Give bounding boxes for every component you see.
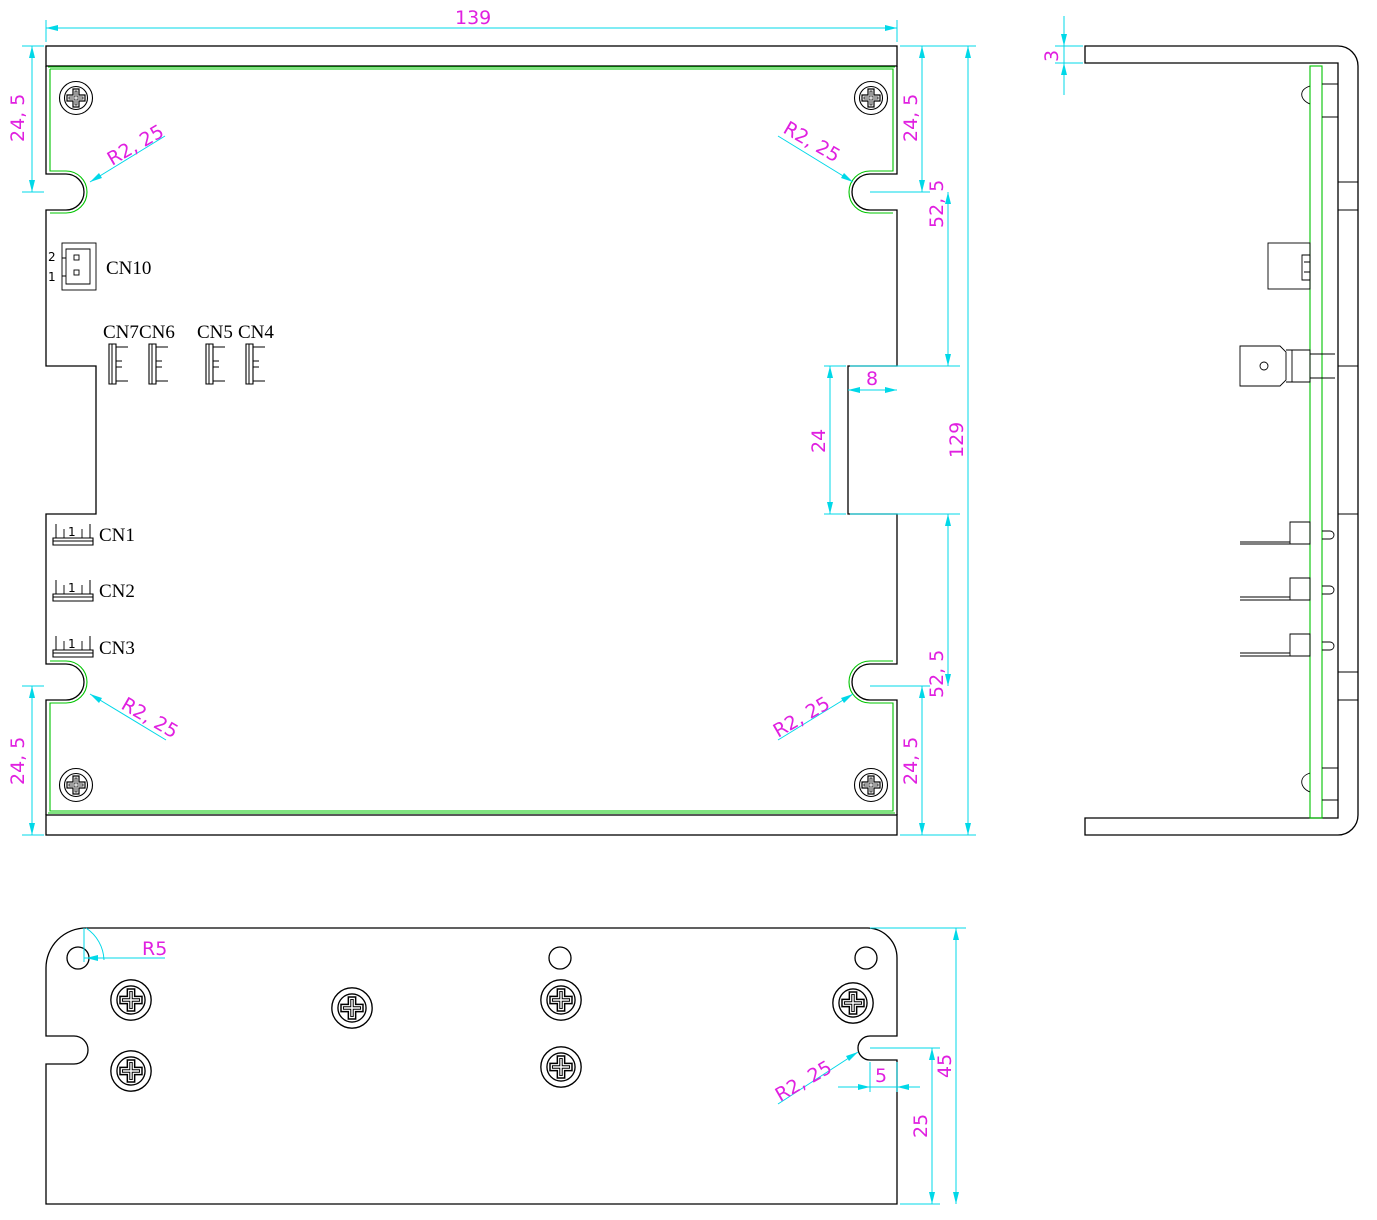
connector-cn10: 2 1 CN10 bbox=[48, 242, 151, 291]
screw-icon bbox=[853, 80, 889, 116]
dim-notch-span-upper: 52, 5 bbox=[926, 180, 948, 228]
screw-icon bbox=[58, 80, 94, 116]
side-bracket bbox=[1084, 45, 1359, 836]
screw-icon bbox=[540, 979, 582, 1021]
dim-radius-top-left: R2, 25 bbox=[104, 121, 168, 171]
dim-overall-height: 129 bbox=[946, 422, 968, 458]
screw-icon bbox=[540, 1046, 582, 1088]
top-view-dimensions: 139 24, 5 24, 5 R2, 25 R2, 25 R2, 25 R2,… bbox=[7, 7, 976, 836]
screw-icon bbox=[110, 1050, 152, 1092]
dim-notch-height: 24 bbox=[808, 429, 830, 453]
cn1-label: CN1 bbox=[99, 525, 135, 546]
screw-icon bbox=[331, 987, 373, 1029]
cn1-pin-1: 1 bbox=[68, 525, 76, 539]
bottom-flange bbox=[45, 814, 898, 836]
dim-radius-bottom-right: R2, 25 bbox=[770, 693, 834, 743]
pcb-outline bbox=[49, 68, 894, 812]
dim-front-slot-depth: 5 bbox=[875, 1065, 887, 1087]
mount-hole bbox=[854, 946, 878, 970]
top-view: 2 1 CN10 CN7 CN6 CN5 CN4 1 1 1 CN1 CN2 C… bbox=[7, 7, 976, 836]
cn10-label: CN10 bbox=[106, 258, 151, 279]
cn2-label: CN2 bbox=[99, 581, 135, 602]
dim-front-slot-height: 25 bbox=[910, 1114, 932, 1138]
connector-cn4 bbox=[245, 343, 266, 385]
dim-slot-offset-bottom-left: 24, 5 bbox=[7, 737, 29, 785]
dim-overall-width: 139 bbox=[455, 7, 491, 29]
side-view: 3 bbox=[1041, 16, 1359, 836]
dim-corner-radius: R5 bbox=[142, 938, 167, 960]
screw-icon bbox=[853, 767, 889, 803]
dim-radius-top-right: R2, 25 bbox=[780, 117, 844, 167]
dim-slot-offset-top-right: 24, 5 bbox=[900, 94, 922, 142]
connector-cn7 bbox=[108, 343, 129, 385]
dim-slot-offset-top-left: 24, 5 bbox=[7, 94, 29, 142]
cn10-pin-2: 2 bbox=[48, 250, 56, 264]
front-view: R5 R2, 25 5 25 45 bbox=[45, 927, 966, 1205]
cn7-label: CN7 bbox=[103, 322, 139, 343]
front-plate bbox=[45, 927, 898, 1205]
connector-cn5 bbox=[205, 343, 226, 385]
screw-icon bbox=[832, 982, 874, 1024]
connector-cn6 bbox=[148, 343, 169, 385]
cn6-label: CN6 bbox=[139, 322, 175, 343]
screw-icon bbox=[58, 767, 94, 803]
dim-slot-offset-bottom-right: 24, 5 bbox=[900, 737, 922, 785]
cn5-label: CN5 bbox=[197, 322, 233, 343]
dim-radius-bottom-left: R2, 25 bbox=[118, 693, 182, 743]
side-pcb bbox=[1309, 65, 1323, 819]
dim-notch-depth: 8 bbox=[866, 368, 878, 390]
screw-icon bbox=[110, 979, 152, 1021]
dim-front-overall-height: 45 bbox=[934, 1054, 956, 1078]
cn4-label: CN4 bbox=[238, 322, 274, 343]
top-flange bbox=[45, 45, 898, 67]
dim-notch-span-lower: 52, 5 bbox=[926, 650, 948, 698]
cn10-pin-1: 1 bbox=[48, 270, 56, 284]
cn2-pin-1: 1 bbox=[68, 581, 76, 595]
cn3-label: CN3 bbox=[99, 638, 135, 659]
plate-outline bbox=[45, 66, 898, 815]
dim-flange-thickness: 3 bbox=[1041, 50, 1063, 62]
cn3-pin-1: 1 bbox=[68, 637, 76, 651]
dim-front-slot-radius: R2, 25 bbox=[772, 1057, 836, 1107]
mount-hole bbox=[548, 946, 572, 970]
